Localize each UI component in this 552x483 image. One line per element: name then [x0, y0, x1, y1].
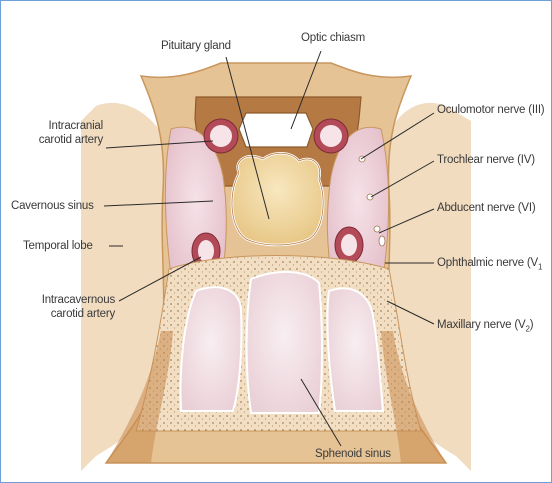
- intracranial-carotid-left: [204, 119, 238, 153]
- label-ophthalmic-subscript: 1: [538, 262, 542, 271]
- intracranial-carotid-right: [314, 119, 348, 153]
- pituitary-gland: [232, 153, 323, 245]
- label-intracranial-line1: Intracranial: [11, 119, 103, 133]
- label-intracranial-line2: carotid artery: [11, 133, 103, 147]
- label-temporal-lobe: Temporal lobe: [23, 239, 93, 253]
- label-maxillary-nerve: Maxillary nerve (V2): [437, 318, 533, 336]
- label-ophthalmic-text: Ophthalmic nerve (V: [437, 257, 538, 269]
- label-trochlear-nerve: Trochlear nerve (IV): [437, 153, 535, 167]
- sphenoid-cell-center: [247, 272, 323, 413]
- label-ophthalmic-nerve: Ophthalmic nerve (V1: [437, 256, 542, 274]
- label-optic-chiasm: Optic chiasm: [301, 31, 365, 45]
- label-intracavernous-carotid: Intracavernous carotid artery: [11, 293, 115, 321]
- label-oculomotor-nerve: Oculomotor nerve (III): [437, 103, 544, 117]
- label-intracranial-carotid: Intracranial carotid artery: [11, 119, 103, 147]
- label-abducent-nerve: Abducent nerve (VI): [437, 201, 535, 215]
- label-pituitary-gland: Pituitary gland: [161, 39, 231, 53]
- label-cavernous-sinus: Cavernous sinus: [11, 199, 94, 213]
- label-intracavernous-line1: Intracavernous: [11, 293, 115, 307]
- label-sphenoid-sinus: Sphenoid sinus: [315, 447, 391, 461]
- label-maxillary-text: Maxillary nerve (V: [437, 319, 525, 331]
- intracavernous-carotid-right: [335, 227, 363, 263]
- optic-chiasm: [239, 113, 313, 147]
- label-intracavernous-line2: carotid artery: [11, 307, 115, 321]
- label-maxillary-close: ): [530, 319, 534, 331]
